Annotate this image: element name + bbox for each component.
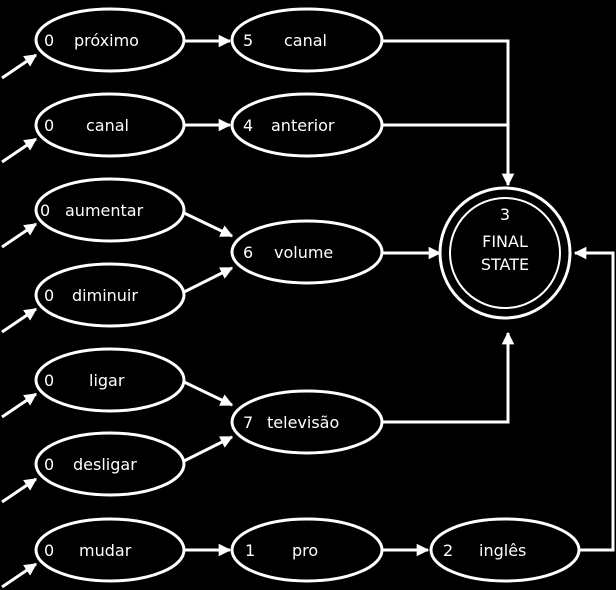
node-ligar: 0 ligar: [34, 347, 186, 413]
state-number: 7: [243, 413, 253, 432]
state-number: 0: [44, 116, 54, 135]
node-canal-5: 5 canal: [230, 7, 384, 73]
state-number: 0: [44, 455, 54, 474]
transitions: [181, 34, 615, 557]
start-arrow-canal: [1, 137, 38, 164]
state-word: ligar: [89, 371, 125, 390]
state-number: 0: [44, 31, 54, 50]
state-word: inglês: [479, 541, 526, 560]
state-word: próximo: [74, 31, 139, 50]
state-word: anterior: [271, 116, 335, 135]
state-number: 2: [443, 541, 453, 560]
node-canal: 0 canal: [34, 92, 186, 158]
state-word: diminuir: [72, 286, 138, 305]
state-word: canal: [284, 31, 327, 50]
state-word: mudar: [79, 541, 132, 560]
edge-televisao-final: [383, 331, 515, 424]
start-arrow-mudar: [1, 562, 38, 589]
state-word: canal: [86, 116, 129, 135]
node-diminuir: 0 diminuir: [34, 262, 186, 328]
node-televisao: 7 televisão: [230, 389, 384, 455]
start-arrows: [1, 53, 38, 589]
node-pro: 1 pro: [230, 517, 384, 583]
state-word: volume: [274, 243, 333, 262]
final-state-line2: STATE: [481, 255, 529, 274]
state-number: 0: [44, 371, 54, 390]
state-word: pro: [292, 541, 318, 560]
final-state: 3 FINAL STATE: [438, 186, 572, 320]
state-number: 0: [40, 201, 50, 220]
edge-desligar-televisao: [181, 435, 234, 464]
start-arrow-desligar: [1, 477, 38, 504]
start-arrow-proximo: [1, 53, 38, 80]
node-ingles: 2 inglês: [429, 517, 581, 583]
start-arrow-aumentar: [1, 222, 38, 249]
state-word: televisão: [267, 413, 339, 432]
state-number: 0: [44, 541, 54, 560]
node-aumentar: 0 aumentar: [34, 177, 186, 243]
edge-canal-final: [383, 39, 515, 187]
state-number: 6: [243, 243, 253, 262]
start-arrow-diminuir: [1, 307, 38, 334]
state-number: 5: [243, 31, 253, 50]
edge-ligar-televisao: [181, 379, 234, 407]
edge-ingles-final: [573, 246, 615, 552]
node-proximo: 0 próximo: [34, 7, 186, 73]
node-mudar: 0 mudar: [34, 517, 186, 583]
state-number: 0: [44, 286, 54, 305]
state-number: 4: [243, 116, 253, 135]
node-anterior: 4 anterior: [230, 92, 384, 158]
final-state-number: 3: [500, 205, 510, 224]
edge-diminuir-volume: [181, 266, 234, 295]
edge-aumentar-volume: [181, 210, 234, 238]
node-desligar: 0 desligar: [34, 431, 186, 497]
start-arrow-ligar: [1, 392, 38, 419]
state-number: 1: [245, 541, 255, 560]
state-word: aumentar: [65, 201, 144, 220]
state-word: desligar: [73, 455, 137, 474]
final-state-line1: FINAL: [482, 232, 528, 251]
node-volume: 6 volume: [230, 219, 384, 285]
